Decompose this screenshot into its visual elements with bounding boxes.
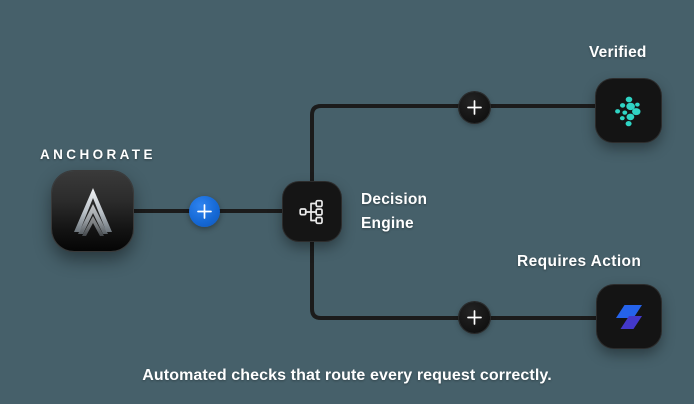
wire-router-to-verified	[310, 104, 598, 184]
stacked-parallelograms-icon	[611, 299, 647, 335]
plus-icon	[197, 204, 212, 219]
outcome-node-requires-action[interactable]	[597, 285, 661, 348]
sitemap-icon	[296, 196, 328, 228]
router-label-line2: Engine	[361, 215, 414, 232]
add-source-link-button[interactable]	[189, 196, 220, 227]
outcome-node-verified[interactable]	[596, 79, 661, 142]
action-node-label: Requires Action	[517, 253, 642, 270]
add-verified-link-button[interactable]	[459, 92, 490, 123]
dot-cluster-icon	[610, 92, 648, 130]
caption-text: Automated checks that route every reques…	[142, 367, 552, 384]
plus-icon	[467, 100, 482, 115]
source-node-label: ANCHORATE	[40, 147, 156, 162]
router-label-line1: Decision	[361, 191, 428, 208]
router-node-decision-engine[interactable]	[283, 182, 341, 241]
add-action-link-button[interactable]	[459, 302, 490, 333]
source-node-anchorate[interactable]	[52, 171, 133, 251]
anchorate-logo-icon	[63, 182, 123, 240]
verified-node-label: Verified	[589, 44, 647, 61]
plus-icon	[467, 310, 482, 325]
